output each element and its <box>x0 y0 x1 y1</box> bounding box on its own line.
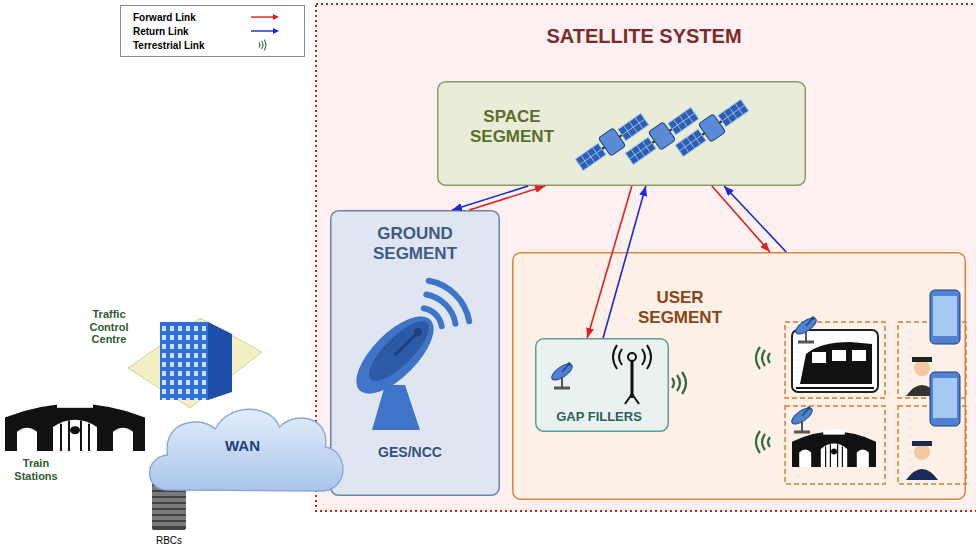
site-label: Traffic Control Centre <box>78 308 140 346</box>
drawing-rect <box>933 296 957 336</box>
station-icon <box>792 430 876 467</box>
legend-sample <box>243 11 287 23</box>
drawing-rect <box>785 406 885 484</box>
forward-link <box>712 186 770 252</box>
gap-filler-box: GAP FILLERS <box>535 338 669 432</box>
drawing-line <box>395 332 418 355</box>
legend-line <box>251 16 273 17</box>
drawing-rect <box>930 372 960 426</box>
system-region: SATELLITE SYSTEM SPACE SEGMENT GROUND SEGM… <box>315 3 976 512</box>
segment-title: SPACE SEGMENT <box>462 107 562 146</box>
legend-sample <box>243 39 287 51</box>
legend-text: Return Link <box>133 26 243 37</box>
legend-row: Terrestrial Link <box>133 38 304 52</box>
drawing-rect <box>852 350 866 361</box>
drawing-rect <box>912 357 932 362</box>
legend-row: Forward Link <box>133 10 304 24</box>
drawing-rect <box>160 322 208 400</box>
terrestrial-wave <box>756 347 770 369</box>
segment-box: SPACE SEGMENT <box>437 81 806 186</box>
drawing-rect <box>912 441 932 446</box>
segment-box: USER SEGMENT GAP FILLERS <box>512 252 966 500</box>
legend-arrowhead <box>273 28 279 34</box>
segment-title: GAP FILLERS <box>535 410 663 425</box>
server-label: RBCs <box>144 535 194 547</box>
system-region-fill <box>316 4 976 511</box>
drawing-circle <box>914 444 930 460</box>
phone-icon <box>930 372 960 426</box>
drawing-rect <box>933 378 957 418</box>
segment-title: SATELLITE SYSTEM <box>315 25 973 48</box>
legend-text: Forward Link <box>133 12 243 23</box>
drawing-rect <box>832 350 846 361</box>
drawing-g <box>452 186 786 338</box>
train-icon <box>792 330 878 392</box>
legend-box: Forward LinkReturn LinkTerrestrial Link <box>120 5 305 57</box>
return-link <box>724 186 786 252</box>
dish-icon <box>789 405 814 432</box>
legend-row: Return Link <box>133 24 304 38</box>
police-icon <box>906 441 938 480</box>
segment-box-fill <box>438 82 806 186</box>
phone-icon <box>930 290 960 344</box>
drawing-path <box>906 469 938 480</box>
terrestrial-wave <box>672 372 686 394</box>
traffic-control-building <box>128 318 262 408</box>
site-label: Train Stations <box>6 457 66 482</box>
terrestrial-wave <box>756 431 770 453</box>
segment-box-fill <box>513 253 966 500</box>
drawing-ellipse <box>344 304 446 406</box>
satellite-icon <box>573 110 651 174</box>
drawing-rect <box>160 322 208 400</box>
satellite-icon <box>673 96 751 160</box>
segment-title: USER SEGMENT <box>625 288 735 327</box>
segment-title: GROUND SEGMENT <box>358 224 472 263</box>
drawing-path <box>424 281 469 326</box>
drawing-circle <box>628 353 636 361</box>
drawing-rect <box>812 352 826 363</box>
segment-title: WAN <box>140 437 345 454</box>
legend-text: Terrestrial Link <box>133 40 243 51</box>
drawing-path <box>613 345 651 369</box>
return-link <box>452 186 528 210</box>
network-cloud: WAN <box>140 395 351 500</box>
dish-icon <box>549 361 574 388</box>
legend-arrowhead <box>273 14 279 20</box>
drawing-rect <box>792 330 878 392</box>
drawing-circle <box>914 360 930 376</box>
dish-icon <box>793 315 818 342</box>
legend-wave <box>259 40 266 51</box>
drawing-polygon <box>208 322 232 400</box>
drawing-rect <box>930 290 960 344</box>
gap-filler-box-fill <box>536 339 669 432</box>
ground-station-dish <box>344 281 469 430</box>
forward-link <box>469 186 545 210</box>
legend-line <box>251 30 273 31</box>
segment-box: GROUND SEGMENT GES/NCC <box>330 210 500 496</box>
drawing-path <box>625 394 639 404</box>
station-name: GES/NCC <box>360 444 460 460</box>
segment-box-fill <box>331 211 500 496</box>
legend-sample <box>243 25 287 37</box>
terminal-frame <box>785 322 966 484</box>
terrestrial-antenna <box>613 345 651 404</box>
drawing-polygon <box>128 318 262 408</box>
station-icon <box>5 401 145 451</box>
drawing-circle <box>414 328 422 336</box>
drawing-polygon <box>372 385 420 430</box>
drawing-path <box>800 342 872 384</box>
drawing-line <box>796 387 874 389</box>
drawing-ellipse <box>361 313 437 389</box>
